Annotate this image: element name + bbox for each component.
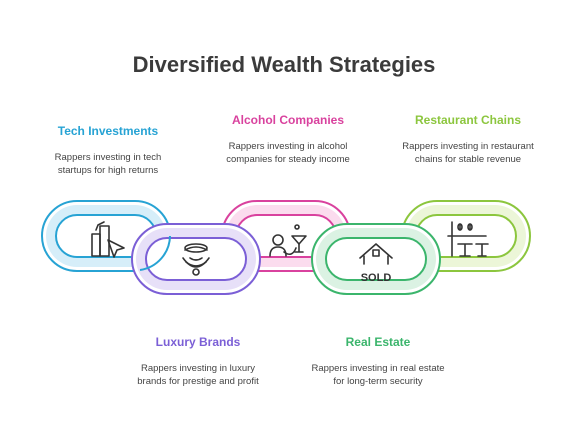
restaurant-description: Rappers investing in restaurant chains f…: [402, 141, 534, 165]
alcohol-drinker-icon: [269, 224, 307, 257]
real-estate-link: [311, 223, 441, 295]
sold-house-icon: [359, 243, 393, 265]
restaurant-heading: Restaurant Chains: [414, 113, 522, 127]
luxury-heading: Luxury Brands: [155, 335, 241, 349]
tech-description: Rappers investing in tech startups for h…: [54, 152, 162, 176]
luxury-necklace-icon: [182, 243, 210, 276]
diagram-title: Diversified Wealth Strategies: [132, 52, 436, 77]
tech-link-overlap: [139, 235, 171, 271]
luxury-link: [131, 223, 261, 295]
tech-startup-icon: [91, 221, 125, 258]
tech-heading: Tech Investments: [57, 124, 159, 138]
luxury-description: Rappers investing in luxury brands for p…: [137, 363, 259, 387]
alcohol-description: Rappers investing in alcohol companies f…: [226, 141, 350, 165]
alcohol-heading: Alcohol Companies: [231, 113, 344, 127]
sold-label: SOLD: [361, 272, 392, 284]
real-estate-description: Rappers investing in real estate for lon…: [311, 363, 445, 387]
real-estate-heading: Real Estate: [345, 335, 411, 349]
restaurant-bar-icon: [447, 221, 489, 257]
